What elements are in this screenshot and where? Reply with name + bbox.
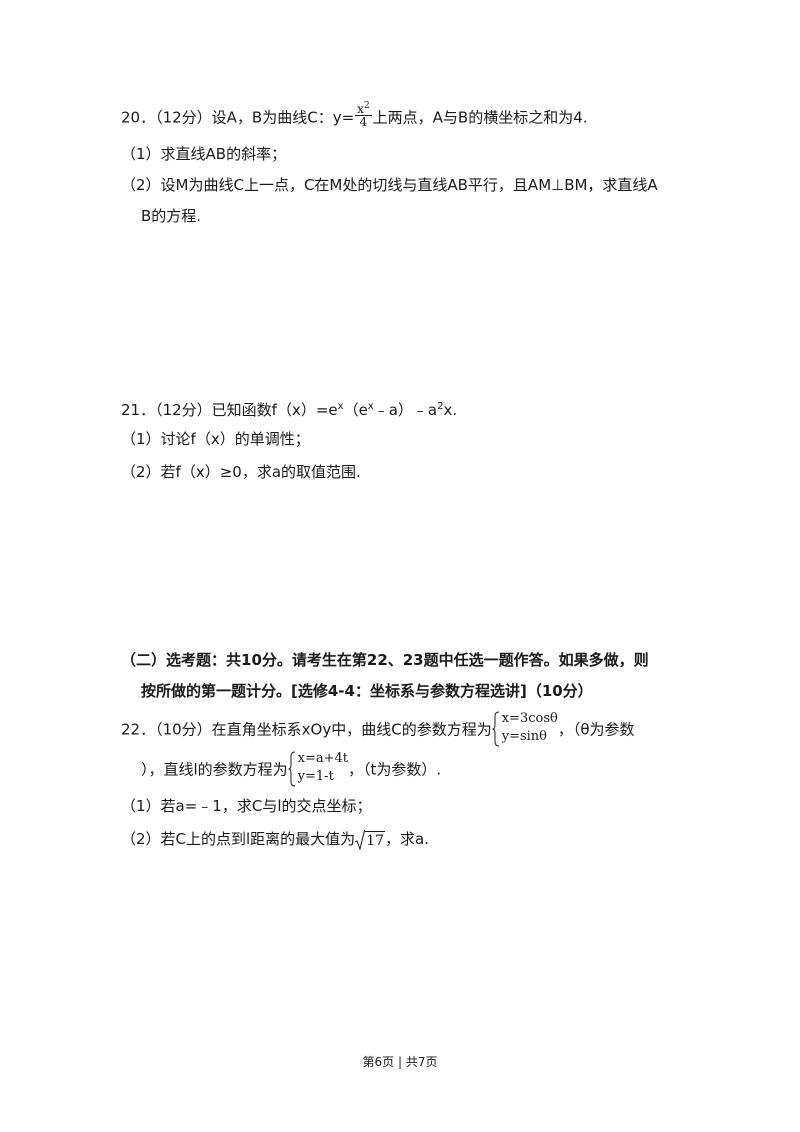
q20-part1: （1）求直线AB的斜率； [121, 145, 287, 163]
q22-line-system: x=a+4t y=1-t [288, 750, 349, 787]
q21-exp1: x [337, 401, 344, 412]
q22-part2-a: （2）若C上的点到l距离的最大值为 [121, 830, 356, 848]
q21-stem-b: （e [343, 401, 368, 419]
q20-part2-line1: （2）设M为曲线C上一点，C在M处的切线与直线AB平行，且AM⊥BM，求直线A [121, 176, 658, 194]
q22-stem-b: ，（θ为参数 [557, 720, 635, 739]
q20-fraction: x2 4 [355, 100, 372, 128]
q22-stem-d: ，（t为参数）. [348, 760, 442, 779]
q21-stem-d: x. [443, 401, 458, 419]
q22-curve-row1: x=3cosθ [501, 711, 558, 726]
q22-part2: （2）若C上的点到l距离的最大值为 17，求a. [121, 828, 429, 850]
sqrt-radicand: 17 [365, 830, 386, 849]
q22-curve-row2: y=sinθ [501, 729, 547, 744]
q21-stem-a: 21．（12分）已知函数f（x）=e [121, 401, 338, 419]
q22-stem: 22．（10分）在直角坐标系xOy中，曲线C的参数方程为 x=3cosθ y=sin… [121, 710, 635, 752]
q21-part2: （2）若f（x）≥0，求a的取值范围. [121, 463, 361, 481]
q22-line-row1: x=a+4t [297, 751, 349, 766]
q21-part1: （1）讨论f（x）的单调性； [121, 430, 310, 448]
section-heading-line2: 按所做的第一题计分。[选修4-4：坐标系与参数方程选讲]（10分） [141, 682, 593, 700]
q22-stem-c: ），直线l的参数方程为 [141, 760, 288, 779]
q20-frac-denominator: 4 [359, 115, 368, 129]
section-heading-line1: （二）选考题：共10分。请考生在第22、23题中任选一题作答。如果多做，则 [121, 651, 649, 669]
brace-icon [492, 711, 499, 747]
q22-part2-b: ，求a. [385, 830, 429, 848]
q20-stem-text-end: 上两点，A与B的横坐标之和为4. [372, 108, 588, 127]
q22-part1: （1）若a=﹣1，求C与l的交点坐标； [121, 797, 372, 815]
q20-frac-exponent: 2 [363, 101, 370, 111]
q20-stem: 20．（12分）设A，B为曲线C：y=x2 4 上两点，A与B的横坐标之和为4. [121, 101, 588, 128]
page-footer: 第6页 | 共7页 [362, 1055, 438, 1069]
sqrt-expression: 17 [355, 829, 386, 850]
q21-exp2: x [367, 401, 374, 412]
brace-icon [288, 751, 295, 787]
q20-frac-numerator: x [357, 102, 364, 116]
q22-stem-cont: ），直线l的参数方程为 x=a+4t y=1-t ，（t为参数）. [141, 750, 442, 792]
q22-curve-system: x=3cosθ y=sinθ [492, 710, 558, 747]
q21-stem-c: ﹣a）﹣a [373, 401, 438, 419]
q22-stem-a: 22．（10分）在直角坐标系xOy中，曲线C的参数方程为 [121, 720, 492, 739]
q21-exp3: 2 [437, 401, 444, 412]
q22-line-row2: y=1-t [297, 769, 334, 784]
q20-part2-line2: B的方程. [141, 207, 202, 225]
q20-stem-text: 20．（12分）设A，B为曲线C：y= [121, 108, 355, 127]
sqrt-icon [355, 829, 366, 850]
q21-stem: 21．（12分）已知函数f（x）=ex（ex﹣a）﹣a2x. [121, 396, 458, 419]
